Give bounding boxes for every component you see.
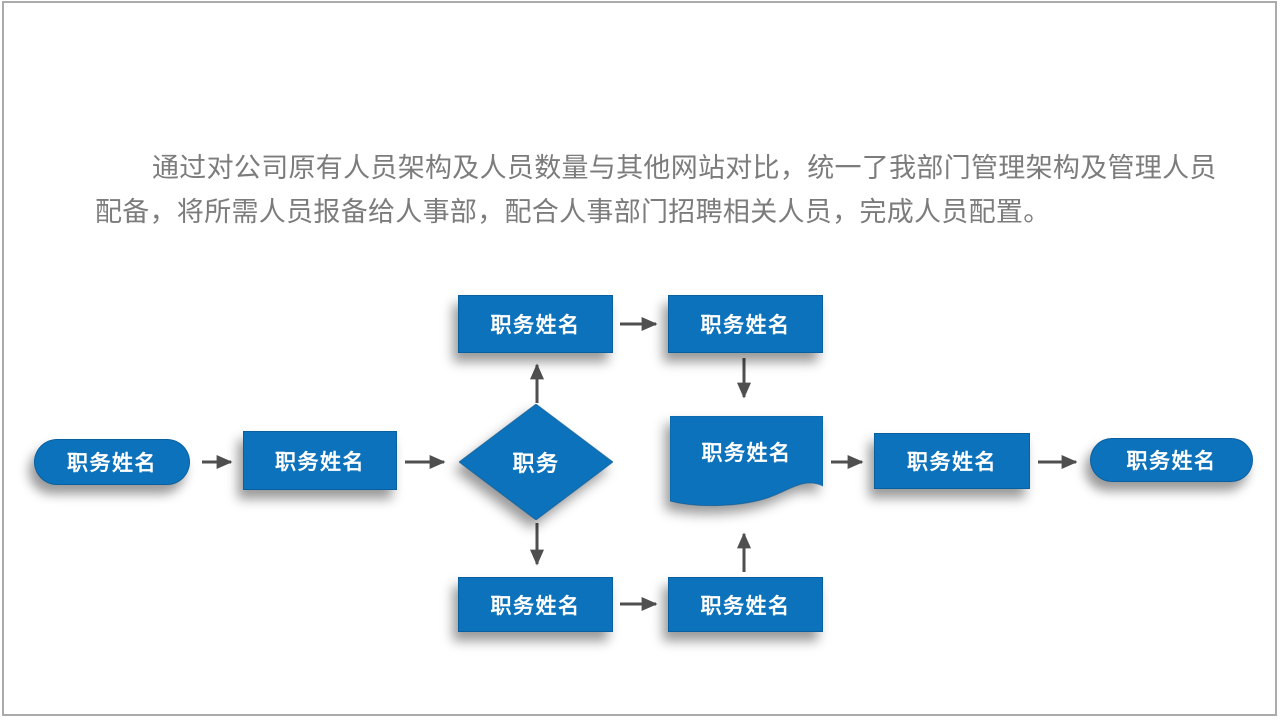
intro-line-1: 通过对公司原有人员架构及人员数量与其他网站对比，统一了我部门管理架构及管理人员 <box>152 153 1217 183</box>
flow-node-bottom-left: 职务姓名 <box>458 577 613 632</box>
flow-node-label: 职务姓名 <box>67 452 157 475</box>
intro-paragraph: 通过对公司原有人员架构及人员数量与其他网站对比，统一了我部门管理架构及管理人员 … <box>95 146 1225 234</box>
flow-node-top-right: 职务姓名 <box>668 295 823 353</box>
flow-node-label: 职务姓名 <box>275 450 365 474</box>
flow-node-label: 职务姓名 <box>490 314 581 337</box>
flow-node-process-2: 职务姓名 <box>874 433 1030 489</box>
intro-line-2: 配备，将所需人员报备给人事部，配合人事部门招聘相关人员，完成人员配置。 <box>95 197 1051 227</box>
flow-node-label: 职务 <box>512 451 560 476</box>
flow-node-decision-diamond: 职务 <box>459 404 613 520</box>
diamond-shape <box>459 404 613 520</box>
flow-node-bottom-right: 职务姓名 <box>668 577 823 632</box>
flow-node-start-terminator: 职务姓名 <box>34 439 190 485</box>
flow-node-label: 职务姓名 <box>490 594 581 618</box>
document-shape <box>670 416 823 507</box>
flow-node-label: 职务姓名 <box>700 594 791 618</box>
flow-node-document: 职务姓名 <box>670 416 823 509</box>
flow-node-label: 职务姓名 <box>907 451 997 474</box>
flow-node-label: 职务姓名 <box>1126 450 1217 473</box>
flow-node-process-1: 职务姓名 <box>243 431 397 490</box>
flow-node-top-left: 职务姓名 <box>458 295 613 353</box>
flow-node-label: 职务姓名 <box>701 442 792 465</box>
flow-node-label: 职务姓名 <box>700 314 791 337</box>
flow-node-end-terminator: 职务姓名 <box>1090 438 1253 482</box>
